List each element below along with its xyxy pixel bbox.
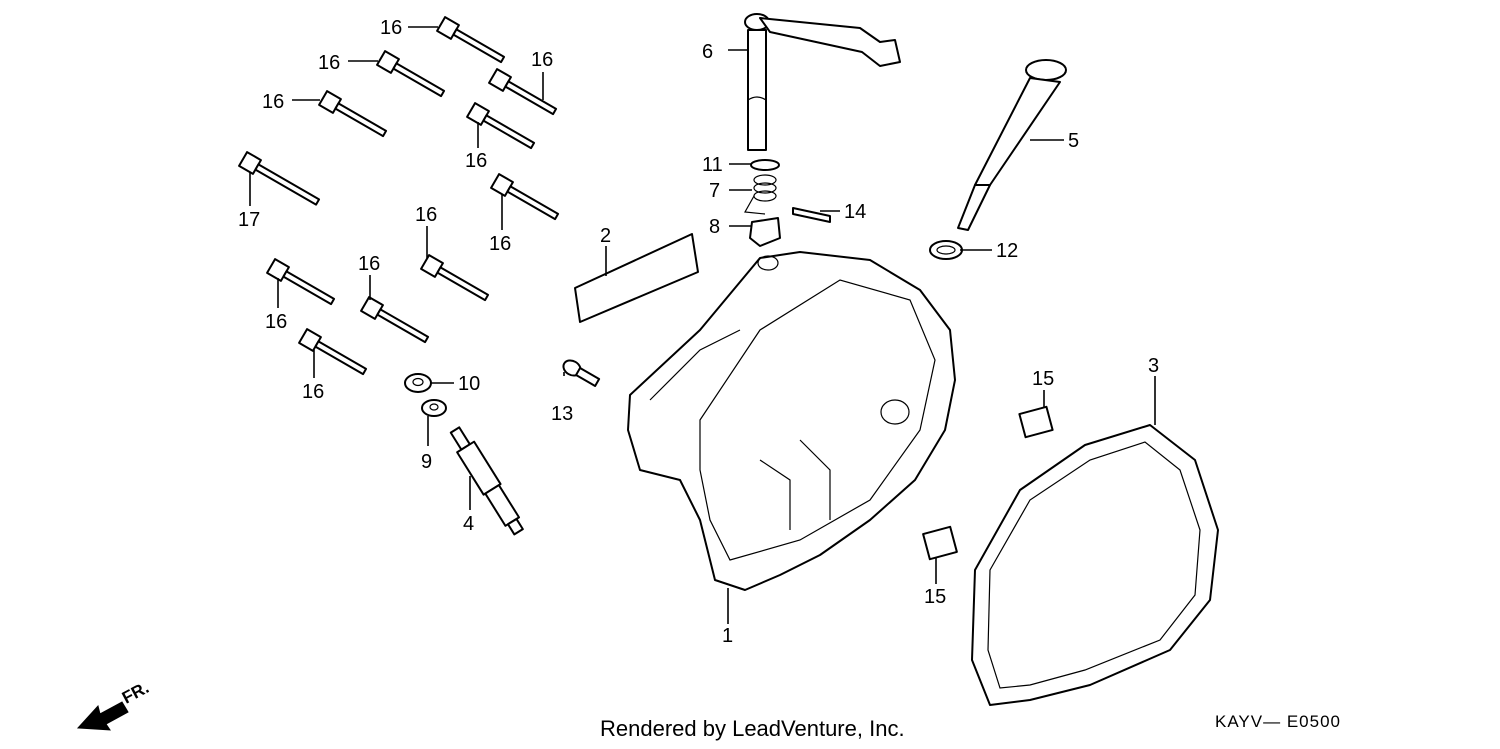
callout-16d: 16 — [531, 49, 553, 71]
callout-15a: 15 — [1032, 368, 1054, 390]
callout-3: 3 — [1148, 355, 1159, 377]
screw-13-drawing — [562, 359, 601, 387]
dipstick-5-drawing — [957, 59, 1067, 231]
leader-lines — [249, 26, 1156, 624]
stud-4-drawing — [449, 426, 524, 536]
gasket-2-drawing — [574, 233, 699, 323]
dowel-15-lower-drawing — [922, 525, 958, 561]
callout-16c: 16 — [262, 91, 284, 113]
bolt-group — [238, 16, 560, 376]
callout-labels: 16 16 16 16 16 17 16 16 16 16 16 10 9 4 … — [238, 17, 1159, 647]
collar-8-drawing — [749, 217, 781, 247]
callout-14: 14 — [844, 201, 866, 223]
callout-16g: 16 — [415, 204, 437, 226]
callout-16h: 16 — [265, 311, 287, 333]
oring-11-drawing — [750, 159, 780, 171]
nut-10-drawing — [404, 373, 432, 393]
callout-16f: 16 — [489, 233, 511, 255]
front-direction-arrow: FR. — [76, 678, 152, 731]
washer-12-drawing — [929, 240, 963, 260]
callout-16b: 16 — [318, 52, 340, 74]
callout-9: 9 — [421, 451, 432, 473]
callout-16j: 16 — [302, 381, 324, 403]
callout-13: 13 — [551, 403, 573, 425]
direction-label: FR. — [119, 678, 152, 708]
crankcase-cover-1-drawing — [627, 251, 956, 591]
callout-12: 12 — [996, 240, 1018, 262]
washer-9-drawing — [421, 399, 447, 417]
callout-6: 6 — [702, 41, 713, 63]
callout-16i: 16 — [358, 253, 380, 275]
callout-16a: 16 — [380, 17, 402, 39]
dowel-15-upper-drawing — [1018, 405, 1054, 439]
diagram-code: KAYV— E0500 — [1215, 712, 1341, 731]
spring-7-drawing — [744, 174, 777, 215]
callout-8: 8 — [709, 216, 720, 238]
callout-7: 7 — [709, 180, 720, 202]
callout-17: 17 — [238, 209, 260, 231]
callout-10: 10 — [458, 373, 480, 395]
callout-11: 11 — [702, 154, 723, 176]
pin-14-drawing — [792, 207, 831, 223]
callout-15b: 15 — [924, 586, 946, 608]
callout-1: 1 — [722, 625, 733, 647]
arrow-icon — [76, 701, 129, 731]
credit-text: Rendered by LeadVenture, Inc. — [600, 716, 905, 741]
callout-16e: 16 — [465, 150, 487, 172]
cover-gasket-3-drawing — [971, 424, 1219, 706]
shaft-6-drawing — [744, 13, 901, 151]
callout-4: 4 — [463, 513, 474, 535]
callout-2: 2 — [600, 225, 611, 247]
callout-5: 5 — [1068, 130, 1079, 152]
